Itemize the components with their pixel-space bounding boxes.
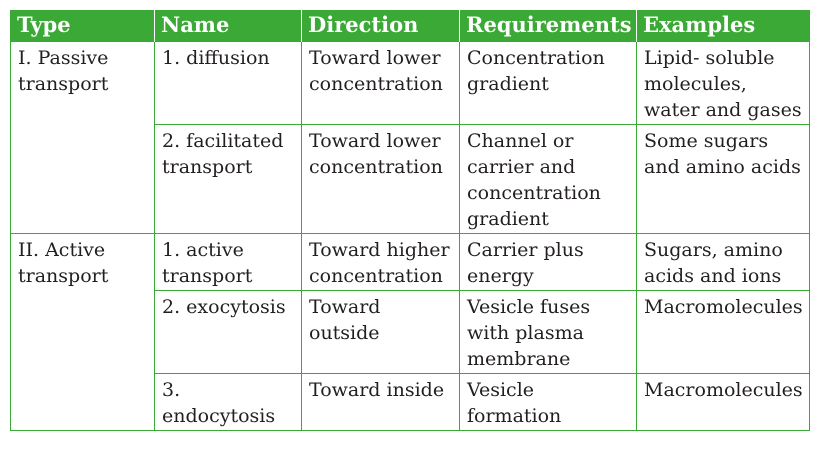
cell-line: gradient (467, 73, 549, 95)
name-cell: 2. exocytosis (154, 290, 302, 374)
cell-line: Macromolecules (644, 379, 803, 401)
cell-line: Toward inside (309, 379, 445, 401)
examples-cell: Macromolecules (636, 373, 810, 431)
name-cell: 1. diffusion (154, 41, 302, 125)
cell-line: concentration (467, 182, 601, 204)
cell-line: formation (467, 405, 562, 427)
cell-line: transport (18, 73, 109, 95)
table-row: 3. endocytosis Toward inside Vesicle formati… (11, 373, 810, 431)
type-cell: II. Active transport (10, 233, 155, 431)
cell-line: concentration (309, 265, 443, 287)
cell-line: and amino acids (644, 156, 801, 178)
cell-line: Lipid- soluble (644, 47, 775, 69)
cell-line: carrier and (467, 156, 576, 178)
direction-cell: Toward inside (301, 373, 460, 431)
header-direction: Direction (301, 10, 460, 42)
cell-line: Some sugars (644, 130, 769, 152)
cell-line: 1. active (162, 239, 244, 261)
name-cell: 1. active transport (154, 233, 302, 291)
cell-line: concentration (309, 156, 443, 178)
cell-line: with plasma (467, 322, 584, 344)
cell-line: energy (467, 265, 534, 287)
cell-line: II. Active (18, 239, 106, 261)
header-requirements: Requirements (459, 10, 637, 42)
direction-cell: Toward lower concentration (301, 41, 460, 125)
direction-cell: Toward lower concentration (301, 124, 460, 234)
examples-cell: Macromolecules (636, 290, 810, 374)
cell-line: Vesicle fuses (467, 296, 591, 318)
cell-line: Macromolecules (644, 296, 803, 318)
header-row: Type Name Direction Requirements Example… (10, 10, 810, 42)
cell-line: 2. exocytosis (162, 296, 286, 318)
cell-line: 1. diffusion (162, 47, 270, 69)
cell-line: 2. facilitated (162, 130, 284, 152)
requirements-cell: Concentration gradient (459, 41, 637, 125)
cell-line: molecules, (644, 73, 747, 95)
direction-cell: Toward outside (301, 290, 460, 374)
cell-line: Toward (309, 296, 381, 318)
cell-line: outside (309, 322, 380, 344)
cell-line: Sugars, amino (644, 239, 783, 261)
cell-line: Vesicle (467, 379, 535, 401)
name-cell: 2. facilitated transport (154, 124, 302, 234)
cell-line: transport (162, 265, 253, 287)
name-cell: 3. endocytosis (154, 373, 302, 431)
header-name: Name (154, 10, 302, 42)
examples-cell: Lipid- soluble molecules, water and gases (636, 41, 810, 125)
cell-line: acids and ions (644, 265, 782, 287)
requirements-cell: Vesicle fuses with plasma membrane (459, 290, 637, 374)
requirements-cell: Vesicle formation (459, 373, 637, 431)
cell-line: membrane (467, 348, 571, 370)
header-examples: Examples (636, 10, 810, 42)
cell-line: Toward higher (309, 239, 450, 261)
examples-cell: Some sugars and amino acids (636, 124, 810, 234)
cell-line: Carrier plus (467, 239, 584, 261)
requirements-cell: Channel or carrier and concentration gradie… (459, 124, 637, 234)
cell-line: Toward lower (309, 47, 441, 69)
cell-line: 3. (162, 379, 181, 401)
cell-line: Toward lower (309, 130, 441, 152)
cell-line: Channel or (467, 130, 574, 152)
table-row: 2. exocytosis Toward outside Vesicle fuses w… (11, 290, 810, 374)
table-row: 2. facilitated transport Toward lower conce… (11, 124, 810, 234)
header-type: Type (10, 10, 155, 42)
cell-line: water and gases (644, 99, 802, 121)
cell-line: transport (162, 156, 253, 178)
transport-table: Type Name Direction Requirements Example… (10, 10, 810, 431)
cell-line: endocytosis (162, 405, 276, 427)
cell-line: transport (18, 265, 109, 287)
examples-cell: Sugars, amino acids and ions (636, 233, 810, 291)
cell-line: I. Passive (18, 47, 109, 69)
type-cell: I. Passive transport (10, 41, 155, 234)
direction-cell: Toward higher concentration (301, 233, 460, 291)
cell-line: concentration (309, 73, 443, 95)
requirements-cell: Carrier plus energy (459, 233, 637, 291)
cell-line: gradient (467, 208, 549, 230)
cell-line: Concentration (467, 47, 605, 69)
